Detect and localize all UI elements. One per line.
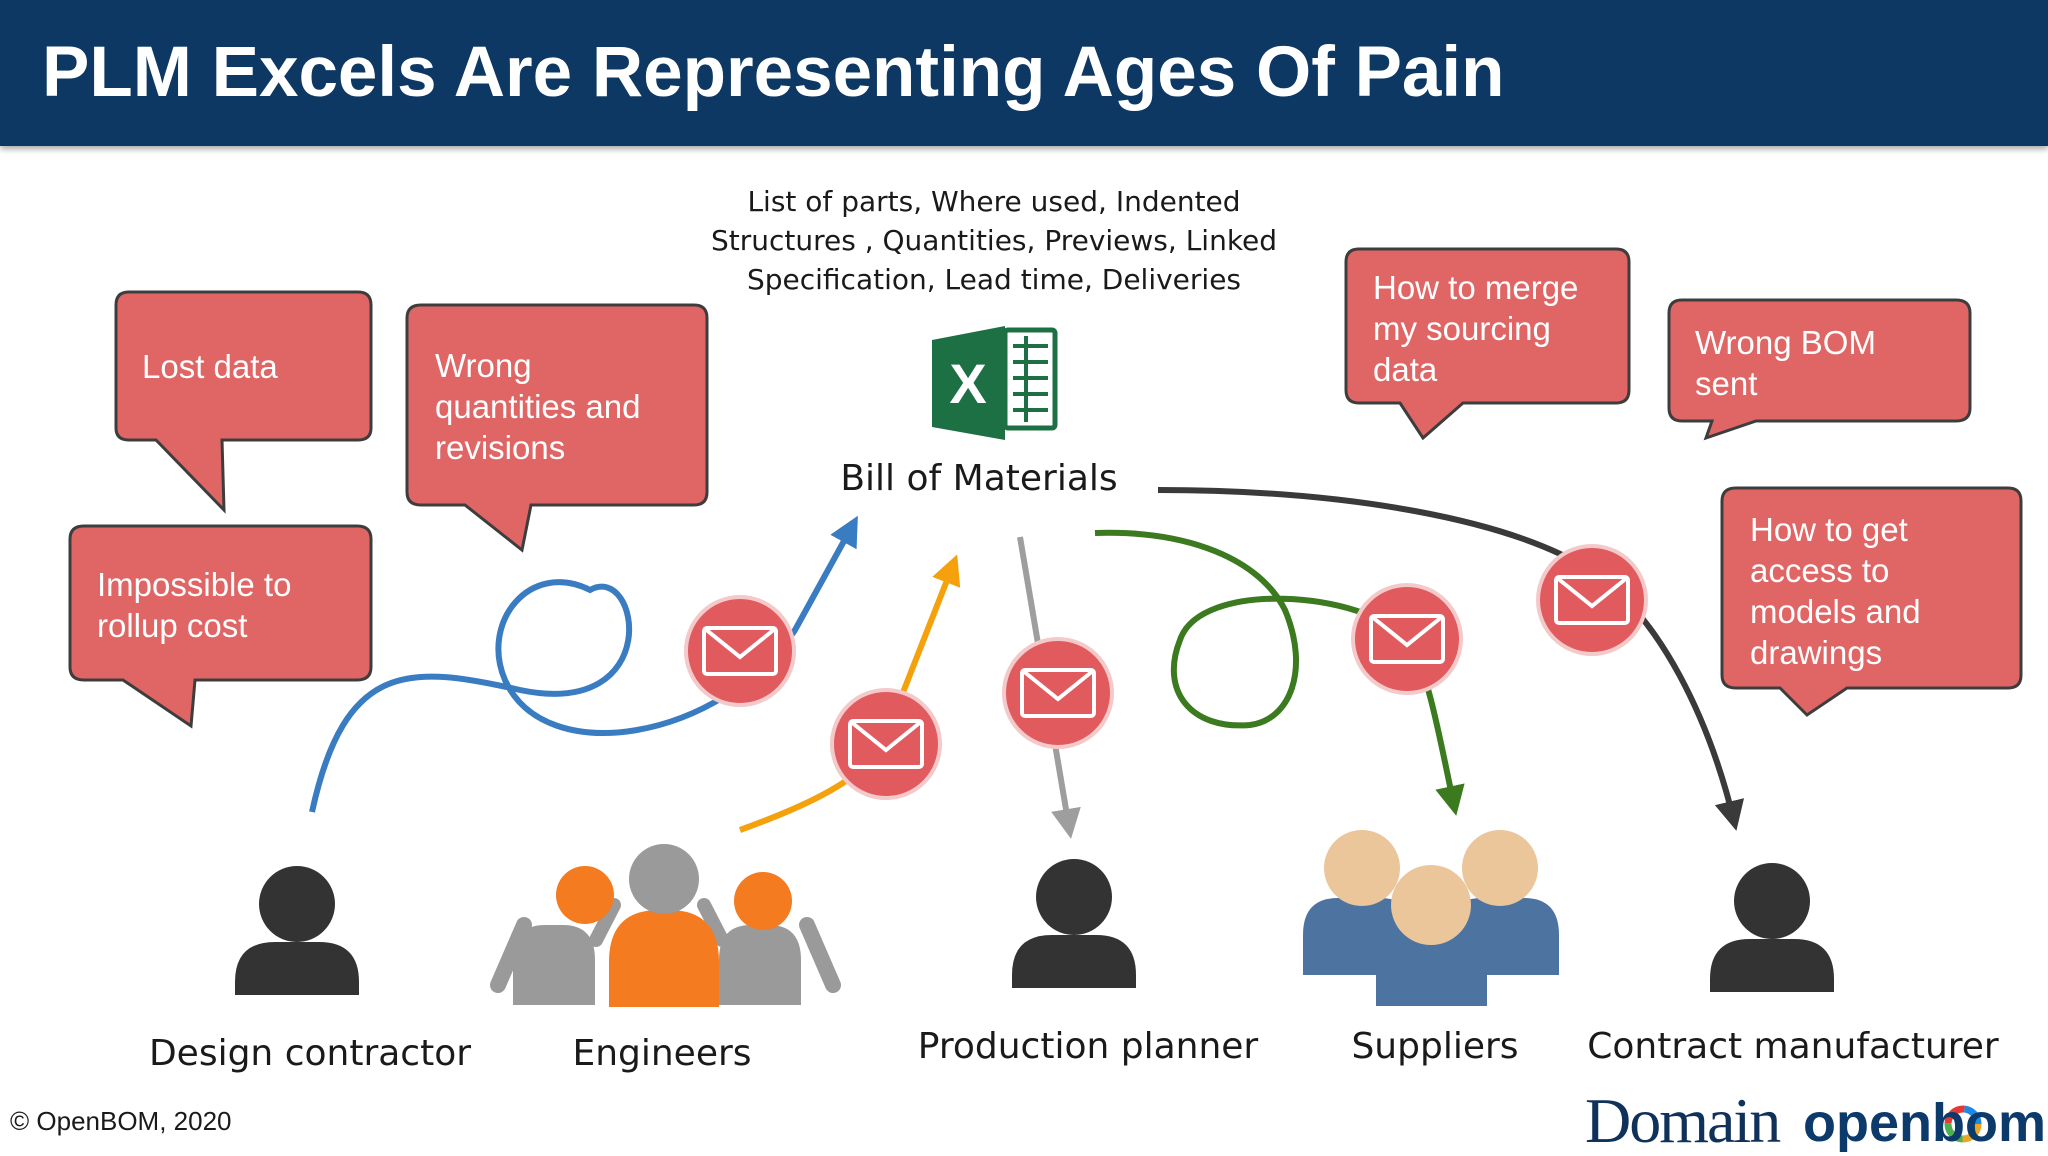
bubble-merge-sourcing [1344, 247, 1631, 441]
group-icon [490, 844, 841, 1007]
bubble-access-models [1720, 486, 2023, 717]
pain-point-text: How to merge my sourcing data [1373, 269, 1579, 388]
bom-label: Bill of Materials [840, 458, 1118, 499]
mail-icon [830, 688, 942, 800]
pain-point-text: Wrong BOM sent [1695, 324, 1876, 402]
mail-icon [1536, 544, 1648, 656]
person-icon [1710, 863, 1834, 992]
bubble-wrong-bom [1667, 298, 1972, 441]
role-label-suppliers: Suppliers [1351, 1026, 1519, 1067]
pain-point-text: Impossible to rollup cost [97, 566, 292, 644]
mail-icon [684, 595, 796, 707]
svg-text:X: X [949, 352, 986, 415]
excel-icon: X [932, 326, 1058, 440]
person-icon [235, 866, 359, 995]
role-label-engineers: Engineers [572, 1033, 752, 1074]
pain-point-text: How to get access to models and drawings [1750, 511, 1921, 671]
bubble-lost-data [114, 290, 373, 514]
title-bar: PLM Excels Are Representing Ages Of Pain [0, 0, 2048, 146]
pain-point-text: Lost data [142, 348, 278, 385]
design-contractor-arrow [309, 515, 858, 813]
mail-icon [1002, 637, 1114, 749]
domain-logo: Domain [1585, 1085, 1781, 1156]
role-label-design-contractor: Design contractor [148, 1033, 472, 1074]
role-label-contract-manufacturer: Contract manufacturer [1587, 1026, 1999, 1067]
bubble-rollup-cost [68, 524, 373, 729]
pain-point-text: Wrong quantities and revisions [435, 347, 641, 466]
mail-icon [1351, 583, 1463, 695]
bom-description: List of parts, Where used, Indented Stru… [710, 185, 1278, 296]
person-icon [1012, 859, 1136, 988]
page-title: PLM Excels Are Representing Ages Of Pain [42, 33, 1505, 112]
role-label-production-planner: Production planner [917, 1026, 1259, 1067]
group-icon [1303, 830, 1559, 1006]
bubble-wrong-quantities [405, 303, 709, 553]
openbom-logo: openbom [1803, 1093, 2046, 1153]
copyright: © OpenBOM, 2020 [10, 1106, 232, 1136]
openbom-logo-mark [1944, 1105, 1982, 1143]
